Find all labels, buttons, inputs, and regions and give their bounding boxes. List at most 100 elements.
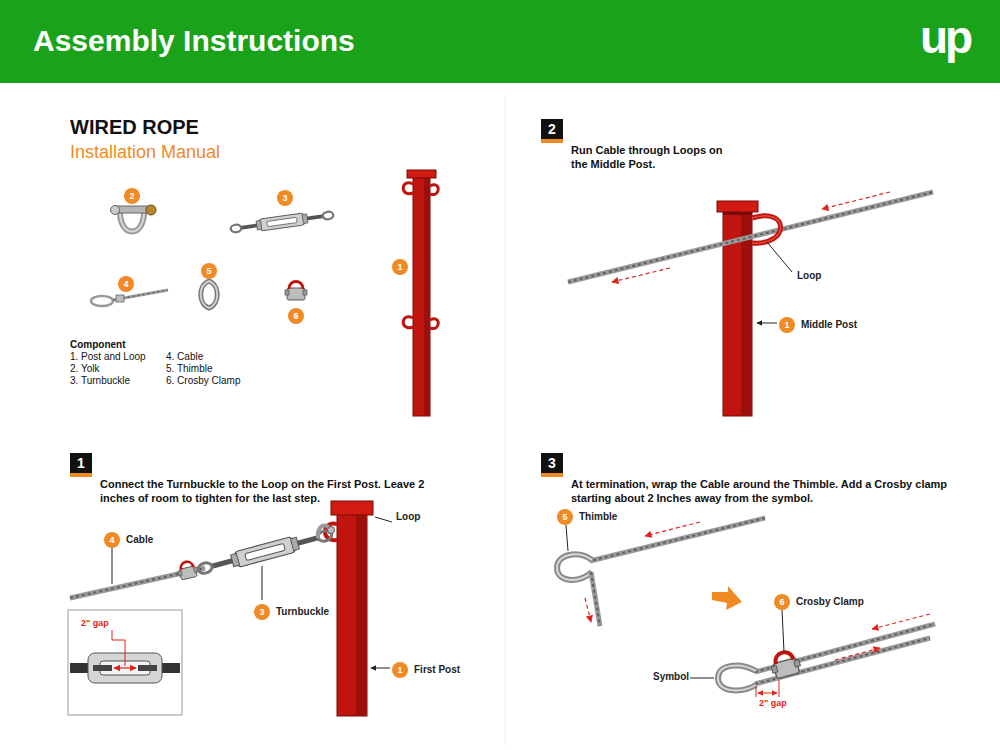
yolk-shackle xyxy=(111,205,157,232)
callout: 5 Thimble xyxy=(557,507,620,526)
turnbuckle-inset xyxy=(68,610,182,715)
leader-line xyxy=(757,323,777,324)
post-and-loop xyxy=(403,183,413,194)
part-name: Cable xyxy=(125,534,154,545)
callout-number: 6 xyxy=(288,308,304,324)
middle-loop-shine xyxy=(752,216,781,243)
callout-number: 1 xyxy=(779,317,795,333)
cable-part xyxy=(116,295,124,302)
part-label: Symbol xyxy=(652,671,690,682)
leader-line xyxy=(782,609,784,652)
turnbuckle-inset xyxy=(114,667,136,668)
yolk-shackle xyxy=(120,212,144,232)
thimble-wrap xyxy=(590,518,765,561)
clamped-termination xyxy=(718,666,756,691)
callout-number: 3 xyxy=(277,190,293,206)
component-item: 5. Thimble xyxy=(166,363,213,374)
cable-part xyxy=(91,290,168,306)
callout: 6Crosby Clamp xyxy=(774,592,866,611)
direction-arrow xyxy=(612,268,670,282)
leader-line xyxy=(262,566,263,600)
callout: 3 xyxy=(277,188,294,207)
step-arrow xyxy=(712,586,742,610)
yolk-shackle xyxy=(111,206,120,215)
middle-cable xyxy=(568,192,933,282)
first-post xyxy=(331,501,373,716)
step-number: 2 xyxy=(541,119,563,143)
leader-line xyxy=(690,678,714,679)
turnbuckle-part xyxy=(230,209,334,235)
manual-subtitle: Installation Manual xyxy=(70,142,220,163)
clamped-termination xyxy=(755,638,930,684)
part-name: Thimble xyxy=(578,511,618,522)
callout-number: 4 xyxy=(104,532,120,548)
dimension-label: 2" gap xyxy=(758,698,788,708)
post-and-loop xyxy=(403,170,438,416)
thimble-wrap xyxy=(557,554,592,579)
component-item: 3. Turnbuckle xyxy=(70,375,130,386)
part-name: Crosby Clamp xyxy=(795,596,865,607)
termination-clamp xyxy=(768,649,802,680)
callout: 2 xyxy=(124,186,141,205)
post-and-loop xyxy=(403,317,413,328)
middle-post xyxy=(717,201,758,212)
list-heading: Component xyxy=(70,339,126,350)
component-item: 4. Cable xyxy=(166,351,203,362)
yolk-shackle xyxy=(120,212,144,232)
yolk-shackle xyxy=(146,205,156,215)
gap-dimension xyxy=(758,693,777,694)
part-name: Turnbuckle xyxy=(275,606,330,617)
page-title: Assembly Instructions xyxy=(33,24,355,58)
manual-title: WIRED ROPE xyxy=(70,116,199,139)
clamped-termination xyxy=(755,638,930,684)
part-label: Loop xyxy=(796,270,822,281)
thimble-wrap xyxy=(590,518,765,561)
gap-dimension xyxy=(756,680,779,697)
thimble-part xyxy=(201,281,218,308)
component-item: 1. Post and Loop xyxy=(70,351,146,362)
turnbuckle-inset xyxy=(138,665,157,671)
callout-number: 5 xyxy=(557,509,573,525)
thimble-part xyxy=(201,281,218,308)
post-and-loop xyxy=(430,319,438,329)
component-item: 6. Crosby Clamp xyxy=(166,375,240,386)
step-number: 1 xyxy=(70,453,92,477)
middle-post xyxy=(717,201,758,416)
callout-number: 5 xyxy=(201,263,217,279)
callout: 4 xyxy=(118,274,135,293)
first-post xyxy=(337,514,367,716)
turnbuckle-inset xyxy=(68,610,182,715)
part-name: First Post xyxy=(413,664,461,675)
clamped-termination xyxy=(718,624,935,690)
thimble-wrap xyxy=(557,554,592,579)
direction-arrow xyxy=(645,522,700,536)
direction-arrow xyxy=(872,614,930,629)
step-header: 2Run Cable through Loops on the Middle P… xyxy=(541,119,732,172)
gap-dimension xyxy=(779,680,780,697)
leader-line xyxy=(767,242,792,272)
cable-part xyxy=(91,296,113,306)
post-and-loop xyxy=(407,170,436,178)
callout-number: 1 xyxy=(392,662,408,678)
callout-number: 1 xyxy=(392,259,408,275)
callout: 4 Cable xyxy=(104,530,156,549)
step-heading: Run Cable through Loops on the Middle Po… xyxy=(571,143,731,171)
gap-dimension xyxy=(756,686,757,697)
callout: 1Middle Post xyxy=(779,315,860,334)
middle-post xyxy=(723,212,752,215)
part-label: Loop xyxy=(395,511,421,522)
component-item: 2. Yolk xyxy=(70,363,99,374)
callout: 3Turnbuckle xyxy=(254,602,332,621)
first-post xyxy=(356,514,367,716)
turnbuckle-illustration xyxy=(196,526,333,577)
header-band xyxy=(0,0,1000,83)
middle-loop xyxy=(752,216,781,243)
thimble-wrap xyxy=(591,572,600,626)
callout: 6 xyxy=(288,306,305,325)
step-header: 1Connect the Turnbuckle to the Loop on t… xyxy=(70,453,441,506)
turnbuckle-inset xyxy=(93,665,112,671)
callout: 1 xyxy=(392,257,409,276)
direction-arrow xyxy=(835,648,880,660)
